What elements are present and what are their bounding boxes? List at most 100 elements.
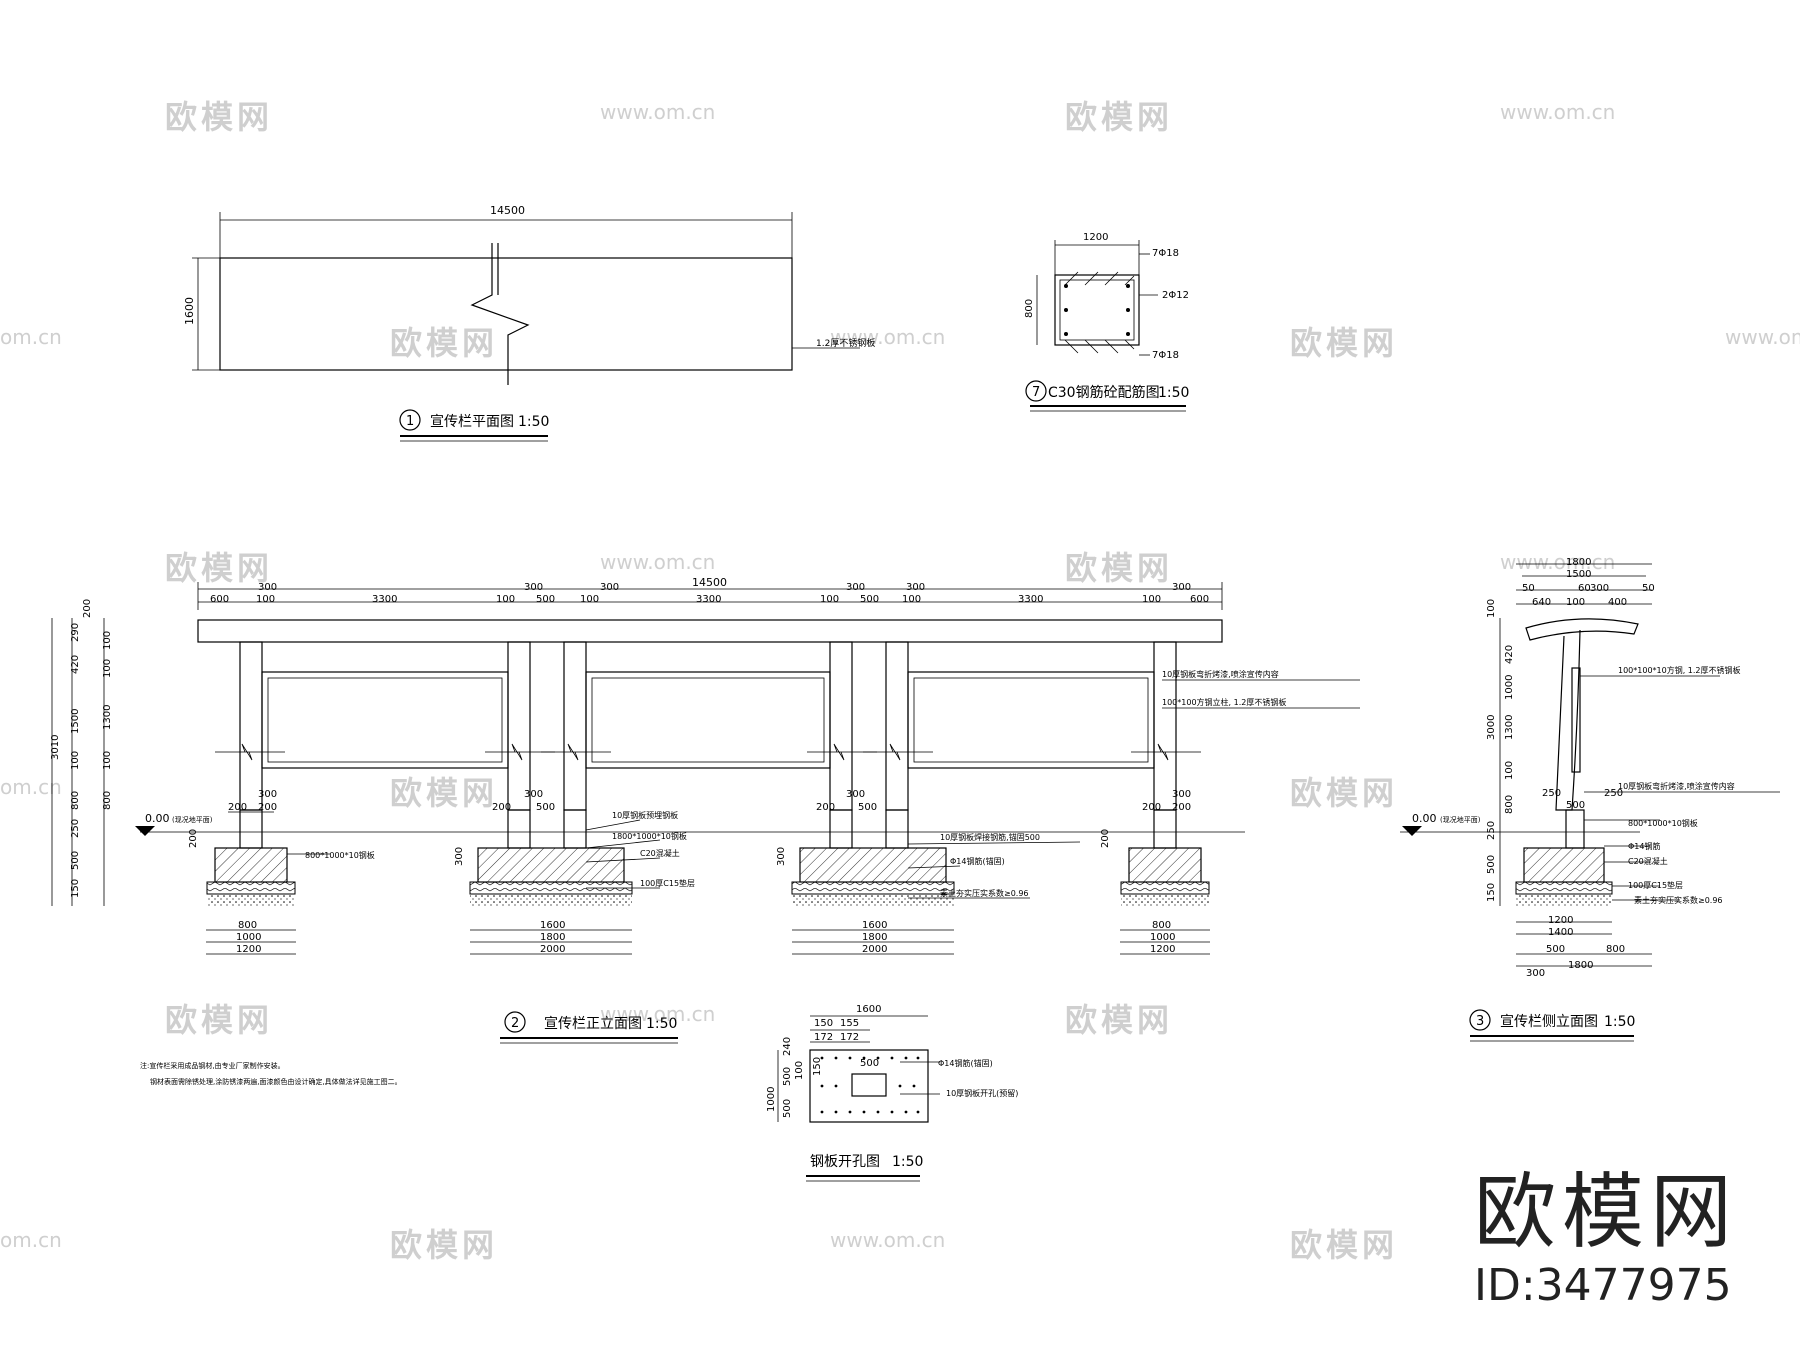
front-note: 100厚C15垫层 (640, 878, 695, 888)
display-panel (261, 671, 509, 769)
rebar-scale: 1:50 (1158, 385, 1189, 401)
front-top-dim: 300 (258, 582, 277, 593)
front-sub-dim: 3300 (372, 594, 397, 605)
footing-cushion (206, 881, 296, 895)
general-note: 钢材表面需除锈处理,涂防锈漆两遍,面漆颜色由设计确定,具体做法详见施工图二。 (150, 1077, 402, 1086)
side-top-dim: 1500 (1566, 569, 1591, 580)
side-footing (1523, 847, 1605, 883)
front-title-number: 2 (511, 1016, 519, 1031)
front-top-dim: 300 (906, 582, 925, 593)
rebar-section: 1200 800 7Φ18 2Φ12 7Φ18 7 C30钢筋砼配筋图 1:50 (1024, 232, 1189, 412)
steelplate-sub-dim: 150 (814, 1018, 833, 1029)
footing-dim: 2000 (540, 944, 565, 955)
side-left-dim: 150 (1486, 883, 1497, 902)
column (507, 641, 531, 811)
brand-id: ID:3477975 (1473, 1260, 1732, 1311)
side-left-dim: 1000 (1504, 675, 1515, 700)
footing (214, 847, 288, 883)
side-top-dim: 1800 (1566, 557, 1591, 568)
plan-height-dim: 1600 (183, 297, 196, 325)
front-sub-dim: 600 (210, 594, 229, 605)
rebar-height-dim: 800 (1024, 299, 1035, 318)
front-note: 1800*1000*10钢板 (612, 831, 687, 841)
side-post (1555, 629, 1581, 811)
front-col-dim: 500 (536, 802, 555, 813)
brand-logo: 欧模网 (1473, 1165, 1738, 1260)
front-col-dim: 300 (1172, 789, 1191, 800)
plan-title: 宣传栏平面图 (430, 414, 514, 430)
side-left-dim: 1300 (1504, 715, 1515, 740)
front-note: C20混凝土 (640, 848, 680, 858)
front-col-dim: 500 (858, 802, 877, 813)
front-note: 100*100方钢立柱, 1.2厚不锈钢板 (1162, 697, 1286, 707)
footing-dim: 1000 (236, 932, 261, 943)
side-footing-dim: 1800 (1568, 960, 1593, 971)
front-level: 0.00 (145, 812, 170, 825)
left-dim: 1300 (102, 705, 113, 730)
footing-dim: 1600 (862, 920, 887, 931)
display-panel (907, 671, 1155, 769)
rebar-title: C30钢筋砼配筋图 (1048, 384, 1160, 401)
front-top-dim: 300 (524, 582, 543, 593)
left-dim: 500 (70, 851, 81, 870)
front-col-dim: 300 (846, 789, 865, 800)
side-top-dim: 640 (1532, 597, 1551, 608)
steelplate-width-dim: 1600 (856, 1004, 881, 1015)
left-dim: 100 (102, 751, 113, 770)
brand-watermark: 欧模网 ID:3477975 (1473, 1165, 1738, 1312)
steelplate-note: 10厚钢板开孔(预留) (946, 1088, 1018, 1098)
footing-dim: 2000 (862, 944, 887, 955)
footing-dim: 800 (1152, 920, 1171, 931)
front-sub-dim: 100 (902, 594, 921, 605)
footing (799, 847, 947, 883)
side-top-dim: 50 (1642, 583, 1655, 594)
side-footing-dim: 800 (1606, 944, 1625, 955)
column (829, 641, 853, 811)
side-elevation: 0.00 (现况地平面) 1800 1500 50 300 60 50 640 … (1400, 557, 1780, 1042)
front-note: 10厚钢板预埋钢板 (612, 810, 678, 820)
front-note: 素土夯实压实系数≥0.96 (940, 888, 1029, 898)
side-post-dim: 500 (1566, 800, 1585, 811)
side-top-dim: 300 (1590, 583, 1609, 594)
front-col-dim: 200 (816, 802, 835, 813)
left-dim: 290 (70, 623, 81, 642)
side-top-dim: 60 (1578, 583, 1591, 594)
front-col-dim: 200 (1142, 802, 1161, 813)
side-left-dim: 100 (1486, 599, 1497, 618)
side-top-dim: 100 (1566, 597, 1585, 608)
rebar-width-dim: 1200 (1083, 232, 1108, 243)
front-sub-dim: 500 (860, 594, 879, 605)
front-col-dim: 200 (228, 802, 247, 813)
front-depth-dim: 200 (1100, 829, 1111, 848)
front-sub-dim: 100 (1142, 594, 1161, 605)
left-dim: 100 (102, 659, 113, 678)
side-scale: 1:50 (1604, 1014, 1635, 1030)
front-col-dim: 300 (258, 789, 277, 800)
left-dim: 800 (102, 791, 113, 810)
footing-dim: 1200 (236, 944, 261, 955)
front-sub-dim: 600 (1190, 594, 1209, 605)
front-depth-dim: 200 (188, 829, 199, 848)
side-title-marker (1469, 1009, 1491, 1031)
front-sub-dim: 100 (580, 594, 599, 605)
footing-dim: 1800 (862, 932, 887, 943)
plan-title-number: 1 (406, 414, 414, 429)
steelplate-left-dim: 240 (782, 1037, 793, 1056)
front-plate-note: 800*1000*10钢板 (305, 850, 375, 860)
front-sub-dim: 3300 (1018, 594, 1043, 605)
front-sub-dim: 100 (496, 594, 515, 605)
side-footing-cushion (1515, 881, 1613, 895)
front-top-dim: 300 (846, 582, 865, 593)
front-sub-dim: 500 (536, 594, 555, 605)
footing-dim: 1000 (1150, 932, 1175, 943)
left-dim: 200 (82, 599, 93, 618)
footing-dim: 800 (238, 920, 257, 931)
steelplate-sub-dim: 172 (814, 1032, 833, 1043)
side-left-dim: 100 (1504, 761, 1515, 780)
side-footing-dim: 500 (1546, 944, 1565, 955)
front-level-note: (现况地平面) (172, 815, 213, 824)
side-left-dim: 500 (1486, 855, 1497, 874)
footing (1128, 847, 1202, 883)
footing-dim: 1800 (540, 932, 565, 943)
left-dim: 100 (70, 751, 81, 770)
